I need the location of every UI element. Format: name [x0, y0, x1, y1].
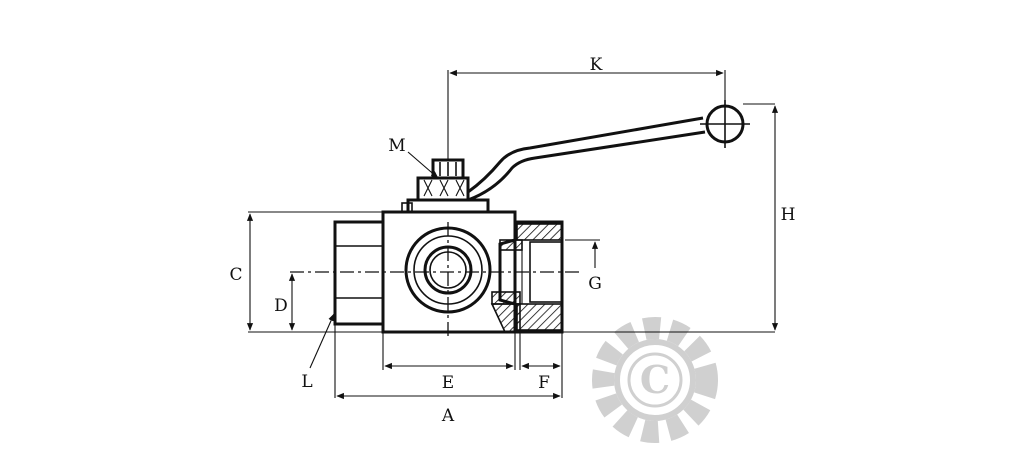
label-e: E: [442, 373, 454, 393]
label-m: M: [388, 136, 405, 156]
label-d: D: [274, 296, 288, 316]
stem-and-handle: [401, 100, 750, 214]
label-c: C: [229, 265, 242, 285]
label-f: F: [538, 373, 550, 393]
label-l: L: [301, 372, 312, 392]
label-k: K: [590, 55, 603, 75]
extension-lines: [248, 70, 775, 398]
watermark-gear-logo: C: [592, 317, 718, 443]
watermark-letter: C: [640, 357, 670, 402]
centre-lines: [290, 222, 580, 340]
dimension-lines: [246, 69, 779, 400]
label-g: G: [588, 274, 602, 294]
label-a: A: [441, 406, 455, 426]
dimension-labels: K M H C D G L E F A: [229, 55, 795, 426]
label-h: H: [781, 205, 796, 225]
